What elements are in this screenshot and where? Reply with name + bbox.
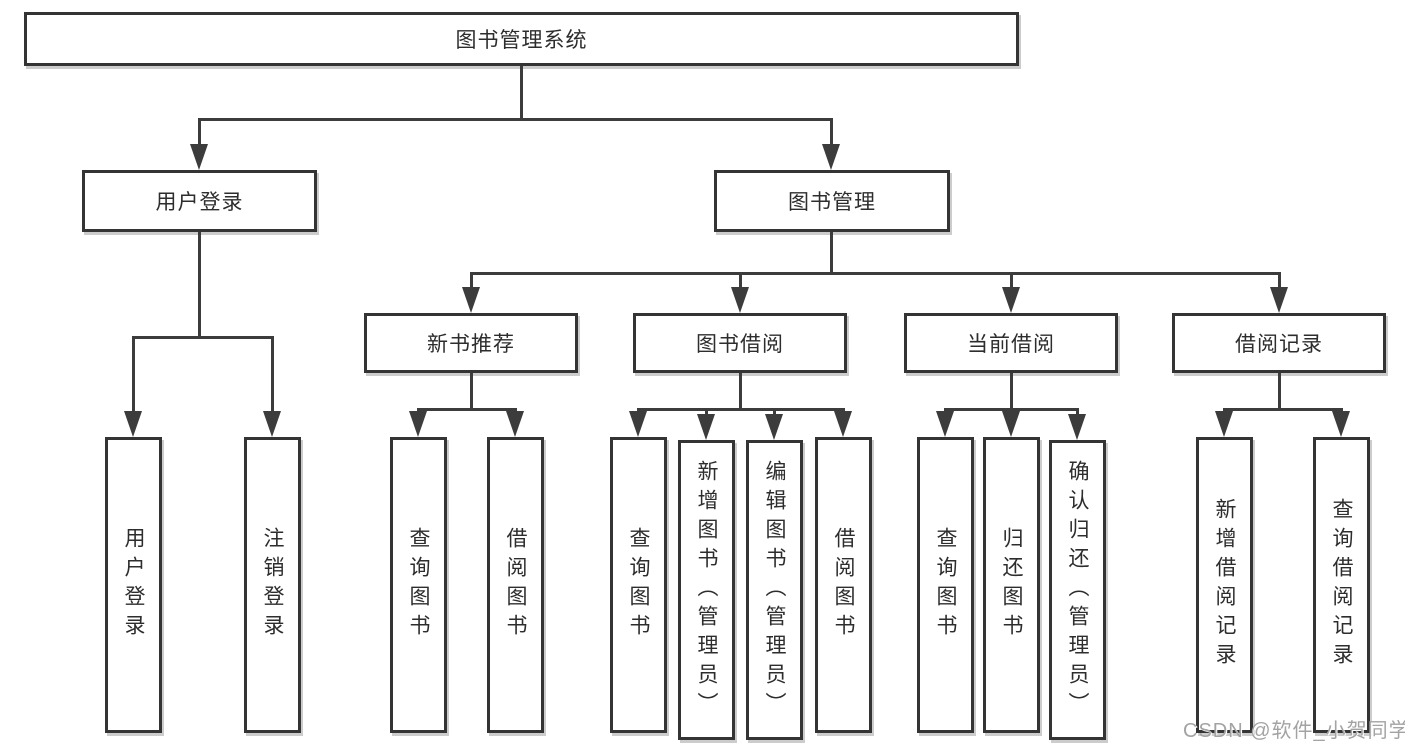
leaf-rec-borrow-books-label: 借阅图书 [504,527,527,643]
arrowhead-borrow-add [697,414,715,440]
node-borrow-record: 借阅记录 [1172,313,1386,373]
connector-drop-new-book-rec [470,272,473,290]
arrowhead-leaf-logout [263,411,281,437]
connector-user-login-branch [132,336,274,339]
node-book-management-system-label: 图书管理系统 [455,29,588,52]
connector-root-stem [520,66,523,121]
leaf-logout-label: 注销登录 [261,527,284,643]
node-borrow-record-label: 借阅记录 [1235,333,1323,356]
arrowhead-borrow-edit [765,414,783,440]
arrowhead-current-borrow [1002,287,1020,313]
connector-drop-leaf-logout [271,336,274,414]
node-book-borrow: 图书借阅 [633,313,847,373]
connector-drop-user-login [198,118,201,148]
arrowhead-rec-borrow [506,411,524,437]
leaf-current-return-books-label: 归还图书 [1000,527,1023,643]
node-book-borrow-label: 图书借阅 [696,333,784,356]
connector-borrow-record-branch [1223,408,1343,411]
arrowhead-record-query [1332,411,1350,437]
arrowhead-book-mgmt [822,144,840,170]
leaf-borrow-add-books: 新增图书（管理员） [678,440,735,740]
leaf-record-query-record: 查询借阅记录 [1313,437,1370,733]
leaf-current-confirm-return: 确认归还（管理员） [1049,440,1106,740]
leaf-rec-borrow-books: 借阅图书 [487,437,544,733]
leaf-rec-query-books-label: 查询图书 [407,527,430,643]
connector-drop-current-borrow [1010,272,1013,290]
arrowhead-rec-query [409,411,427,437]
connector-new-book-rec-branch [417,408,517,411]
arrowhead-current-query [936,411,954,437]
leaf-record-query-record-label: 查询借阅记录 [1330,498,1353,672]
connector-current-borrow-stem [1010,373,1013,411]
connector-book-mgmt-branch [470,272,1281,275]
leaf-borrow-borrow-books: 借阅图书 [815,437,872,733]
connector-drop-current-confirm [1076,408,1079,418]
connector-book-mgmt-stem [830,232,833,275]
connector-drop-leaf-user-login [132,336,135,414]
arrowhead-leaf-user-login [124,411,142,437]
node-user-login: 用户登录 [82,170,317,232]
leaf-user-login: 用户登录 [105,437,162,733]
connector-drop-borrow-edit [773,408,776,418]
leaf-borrow-edit-books-label: 编辑图书（管理员） [763,459,786,721]
connector-book-borrow-branch [637,408,845,411]
connector-new-book-rec-stem [470,373,473,411]
arrowhead-borrow-borrow [834,411,852,437]
leaf-current-query-books-label: 查询图书 [934,527,957,643]
leaf-user-login-label: 用户登录 [122,527,145,643]
arrowhead-new-book-rec [462,287,480,313]
node-current-borrow-label: 当前借阅 [967,333,1055,356]
arrowhead-user-login [190,144,208,170]
leaf-rec-query-books: 查询图书 [390,437,447,733]
node-current-borrow: 当前借阅 [904,313,1118,373]
connector-drop-borrow-add [705,408,708,418]
arrowhead-borrow-query [629,411,647,437]
node-new-book-rec: 新书推荐 [364,313,578,373]
leaf-current-query-books: 查询图书 [917,437,974,733]
connector-drop-borrow-record [1278,272,1281,290]
leaf-record-add-record-label: 新增借阅记录 [1213,498,1236,672]
leaf-borrow-query-books-label: 查询图书 [627,527,650,643]
leaf-logout: 注销登录 [244,437,301,733]
connector-root-branch [198,118,833,121]
leaf-borrow-query-books: 查询图书 [610,437,667,733]
arrowhead-record-add [1215,411,1233,437]
node-user-login-label: 用户登录 [155,191,244,214]
node-new-book-rec-label: 新书推荐 [427,333,515,356]
leaf-current-confirm-return-label: 确认归还（管理员） [1066,459,1089,721]
connector-borrow-record-stem [1278,373,1281,411]
connector-book-borrow-stem [739,373,742,411]
connector-user-login-stem [198,232,201,339]
leaf-current-return-books: 归还图书 [983,437,1040,733]
arrowhead-book-borrow [731,287,749,313]
leaf-borrow-add-books-label: 新增图书（管理员） [695,459,718,721]
leaf-borrow-borrow-books-label: 借阅图书 [832,527,855,643]
node-book-mgmt: 图书管理 [714,170,950,232]
arrowhead-current-confirm [1068,414,1086,440]
leaf-borrow-edit-books: 编辑图书（管理员） [746,440,803,740]
arrowhead-current-return [1002,411,1020,437]
node-book-mgmt-label: 图书管理 [788,191,876,214]
arrowhead-borrow-record [1270,287,1288,313]
csdn-watermark: CSDN @软件_小贺同学 [1183,720,1405,742]
connector-drop-book-borrow [739,272,742,290]
node-book-management-system: 图书管理系统 [24,12,1019,66]
connector-drop-book-mgmt [830,118,833,148]
leaf-record-add-record: 新增借阅记录 [1196,437,1253,733]
